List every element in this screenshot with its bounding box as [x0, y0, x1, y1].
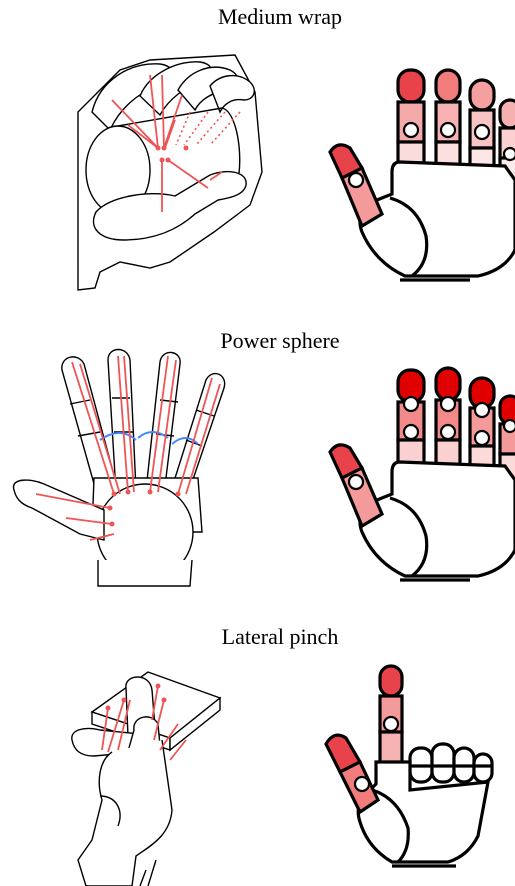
- palm: [360, 462, 515, 576]
- joint: [404, 425, 418, 439]
- curled-fingers: [410, 744, 492, 782]
- heatmap-hand-medium-wrap: [330, 70, 515, 280]
- finger-index-tip: [380, 666, 402, 696]
- joint: [404, 397, 418, 411]
- joint: [504, 148, 515, 160]
- joint: [441, 123, 455, 137]
- hand-outline: [330, 70, 515, 280]
- joint: [441, 397, 455, 411]
- joint: [475, 403, 489, 417]
- sketch-lateral-pinch: [72, 672, 220, 886]
- joint: [384, 717, 398, 731]
- finger-middle-tip: [436, 368, 460, 400]
- joint: [349, 475, 363, 489]
- heatmap-hand-lateral-pinch: [326, 666, 492, 866]
- joint: [404, 123, 418, 137]
- joint: [349, 173, 363, 187]
- palm: [360, 162, 515, 276]
- joint: [441, 425, 455, 439]
- finger-pinky-tip: [500, 100, 515, 128]
- finger-ring-tip: [470, 80, 494, 110]
- joint: [355, 777, 369, 791]
- heatmap-hand-power-sphere: [330, 368, 515, 580]
- joint: [475, 125, 489, 139]
- finger-index-tip: [398, 70, 424, 102]
- joint: [475, 431, 489, 445]
- joint: [504, 420, 515, 432]
- sketch-medium-wrap: [78, 55, 262, 290]
- finger-middle-tip: [436, 70, 460, 102]
- sketch-power-sphere: [13, 350, 224, 587]
